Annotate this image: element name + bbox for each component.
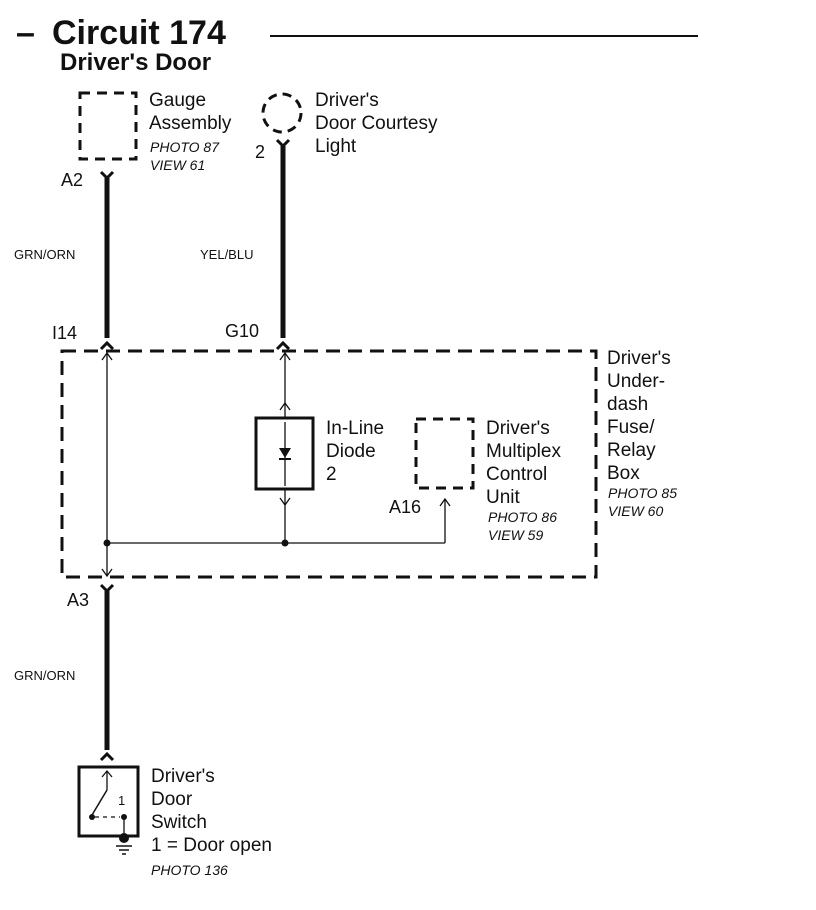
gauge-label-line2: Assembly <box>149 113 232 134</box>
mcu-pin-label: A16 <box>389 497 421 517</box>
mcu-arrow <box>439 497 451 507</box>
multiplex-control-unit-box <box>414 417 475 490</box>
fuse-box-label-line5: Relay <box>607 440 656 461</box>
switch-terminal <box>99 751 115 762</box>
internal-arrow-right-top <box>279 351 291 361</box>
diode-lead-arrow-top <box>279 401 291 411</box>
switch-arrow <box>101 769 113 778</box>
mcu-label-line1: Driver's <box>486 418 550 439</box>
fuse-box-label-line1: Driver's <box>607 348 671 369</box>
switch-label-line2: Door <box>151 789 193 810</box>
mcu-label-line3: Control <box>486 464 547 485</box>
switch-label-line1: Driver's <box>151 766 215 787</box>
gauge-view-ref: VIEW 61 <box>150 157 205 173</box>
fuse-in-left-terminal <box>99 340 115 351</box>
mcu-view-ref: VIEW 59 <box>488 527 543 543</box>
splice-left <box>103 539 111 547</box>
switch-photo-ref: PHOTO 136 <box>151 862 228 878</box>
diode-symbol-icon <box>279 448 291 458</box>
splice-right <box>281 539 289 547</box>
gauge-terminal <box>99 170 115 181</box>
fuse-in-left-pin: I14 <box>52 323 77 343</box>
fuse-box-photo-ref: PHOTO 85 <box>608 485 677 501</box>
wire-lower-left-color: GRN/ORN <box>14 668 75 683</box>
courtesy-pin-label: 2 <box>255 142 265 162</box>
wire-upper-left-color: GRN/ORN <box>14 247 75 262</box>
fuse-box-view-ref: VIEW 60 <box>608 503 663 519</box>
fuse-relay-box <box>60 349 598 579</box>
internal-arrow-left-bottom <box>101 568 113 578</box>
fuse-box-label-line4: Fuse/ <box>607 417 655 438</box>
header-dash: – <box>16 14 35 52</box>
switch-blade <box>91 789 108 816</box>
diode-lead-arrow-bottom <box>279 497 291 507</box>
gauge-pin-label: A2 <box>61 170 83 190</box>
ground-point <box>119 833 129 843</box>
diode-label-line1: In-Line <box>326 418 384 439</box>
fuse-box-label-line3: dash <box>607 394 648 415</box>
wire-upper-right-color: YEL/BLU <box>200 247 253 262</box>
courtesy-label-line1: Driver's <box>315 90 379 111</box>
switch-contact-left <box>89 814 95 820</box>
courtesy-light-bulb <box>261 92 303 134</box>
gauge-assembly-box <box>78 91 138 161</box>
switch-label-line3: Switch <box>151 812 207 833</box>
diode-label-line3: 2 <box>326 464 337 485</box>
fuse-out-terminal <box>99 583 115 594</box>
door-switch-box <box>77 765 140 838</box>
gauge-photo-ref: PHOTO 87 <box>150 139 220 155</box>
mcu-label-line2: Multiplex <box>486 441 561 462</box>
internal-arrow-left-top <box>101 351 113 361</box>
fuse-in-right-terminal <box>275 340 291 351</box>
fuse-box-label-line6: Box <box>607 463 640 484</box>
page-title: Circuit 174 <box>52 14 226 52</box>
fuse-box-label-line2: Under- <box>607 371 665 392</box>
mcu-label-line4: Unit <box>486 487 521 508</box>
switch-label-line4: 1 = Door open <box>151 835 272 856</box>
courtesy-label-line2: Door Courtesy <box>315 113 438 134</box>
switch-position-label: 1 <box>118 793 125 808</box>
gauge-label-line1: Gauge <box>149 90 206 111</box>
diode-label-line2: Diode <box>326 441 376 462</box>
fuse-out-pin: A3 <box>67 590 89 610</box>
page-subtitle: Driver's Door <box>60 49 211 76</box>
mcu-photo-ref: PHOTO 86 <box>488 509 557 525</box>
courtesy-terminal <box>275 138 291 149</box>
courtesy-label-line3: Light <box>315 136 357 157</box>
fuse-in-right-pin: G10 <box>225 321 259 341</box>
